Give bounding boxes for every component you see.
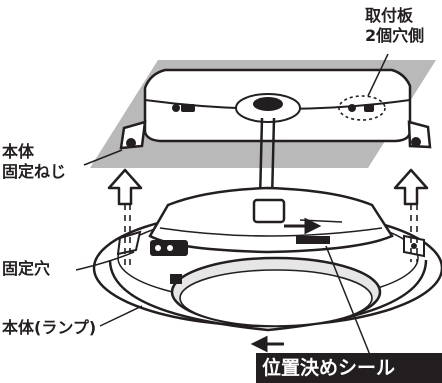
positioning-seal-label: 位置決めシール xyxy=(262,357,396,379)
fixing-hole-left xyxy=(116,230,188,256)
alignment-guide-lines xyxy=(124,204,418,268)
rotation-arrow-lower-icon xyxy=(250,335,284,353)
rotation-arrow-upper-icon xyxy=(284,217,322,235)
body-fixing-screw-right xyxy=(411,137,421,147)
mounting-plate-slot-left xyxy=(172,104,195,112)
body-fixing-screw-label-line1: 本体 xyxy=(2,142,35,161)
mounting-plate-center-hub xyxy=(235,93,301,123)
lamp-body-label: 本体(ランプ) xyxy=(2,318,97,337)
mounting-plate-callout-line xyxy=(367,53,389,97)
body-fixing-screw-label-line2: 固定ねじ xyxy=(2,162,67,181)
lamp-upper-housing xyxy=(148,186,394,254)
mounting-plate-label-line2: 2個穴側 xyxy=(365,26,425,45)
body-fixing-screw-left xyxy=(126,138,136,148)
power-cable xyxy=(258,117,276,201)
up-arrow-left-icon xyxy=(107,168,143,206)
positioning-seal-mark xyxy=(170,236,330,284)
fixing-hole-right xyxy=(403,234,425,258)
positioning-seal-label-box xyxy=(256,353,442,383)
fixing-hole-label: 固定穴 xyxy=(2,259,51,278)
body-fixing-screw-label: 本体 固定ねじ xyxy=(2,142,66,182)
up-arrow-right-icon xyxy=(393,168,429,206)
mounting-plate-label-line1: 取付板 xyxy=(365,6,414,25)
mounting-plate-two-holes xyxy=(338,95,386,121)
mounting-plate-label: 取付板 2個穴側 xyxy=(365,6,424,46)
callout-lines xyxy=(75,149,371,356)
lamp-lens xyxy=(170,256,382,328)
